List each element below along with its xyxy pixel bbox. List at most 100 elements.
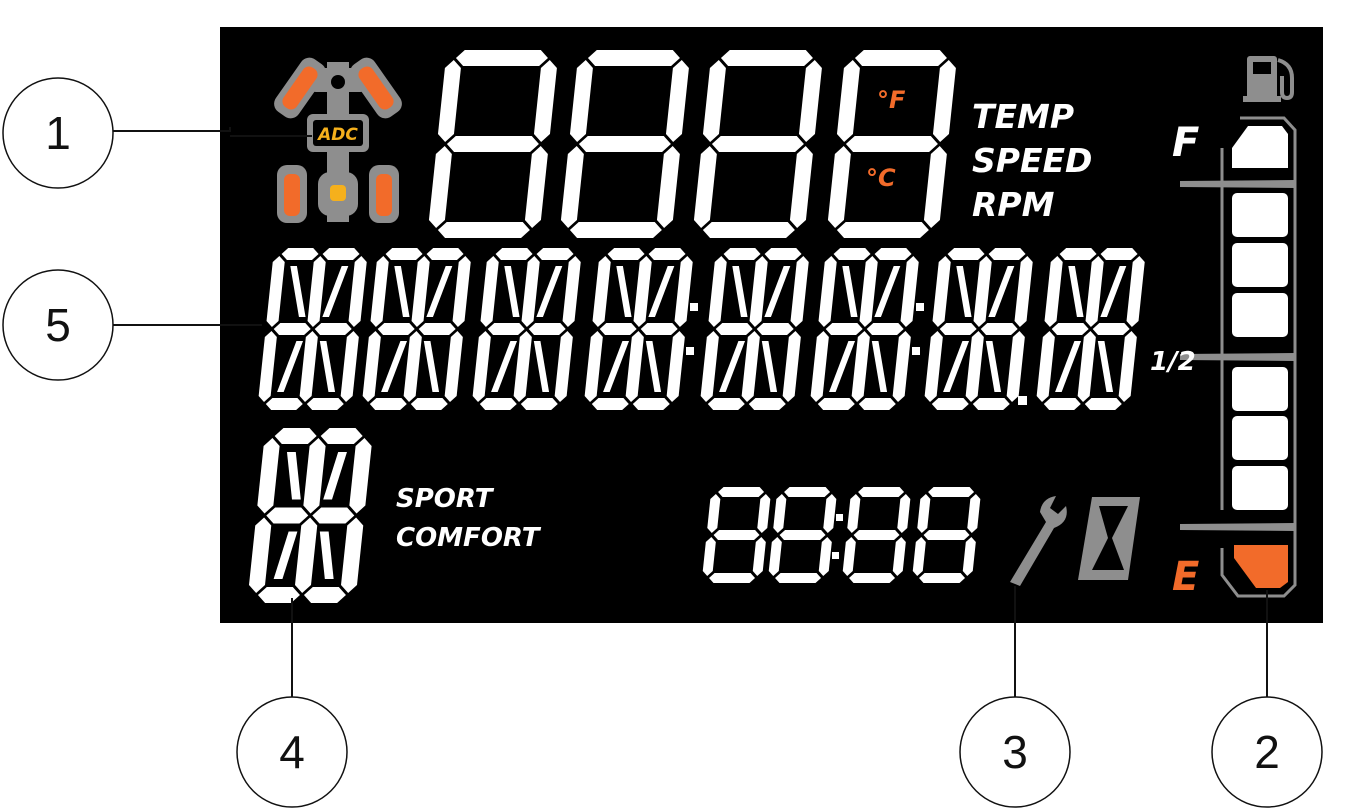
segment bbox=[972, 398, 1010, 410]
segment bbox=[1126, 256, 1145, 327]
segment bbox=[645, 341, 662, 392]
segment bbox=[711, 136, 804, 152]
segment bbox=[784, 487, 831, 497]
segment bbox=[569, 222, 662, 238]
fuel-bar bbox=[1232, 416, 1288, 460]
segment bbox=[707, 494, 721, 533]
segment bbox=[533, 60, 557, 142]
segment bbox=[719, 341, 746, 392]
segment bbox=[849, 573, 896, 583]
segment bbox=[446, 136, 539, 152]
fuel-pump-icon bbox=[1243, 56, 1294, 102]
segment bbox=[842, 537, 856, 576]
segment bbox=[257, 587, 300, 603]
segment bbox=[917, 494, 931, 533]
segment bbox=[381, 341, 408, 392]
clock-digit-2 bbox=[768, 487, 837, 583]
segment bbox=[1118, 331, 1137, 402]
segment bbox=[340, 517, 364, 593]
segment bbox=[603, 341, 630, 392]
callout-number-1: 1 bbox=[45, 107, 71, 159]
segment bbox=[520, 398, 558, 410]
segment bbox=[1092, 323, 1130, 335]
mode-temp: TEMP bbox=[972, 97, 1074, 136]
segment bbox=[632, 398, 670, 410]
segment bbox=[858, 398, 896, 410]
segment bbox=[836, 60, 860, 142]
unit-celsius: °C bbox=[866, 164, 896, 192]
top-digit-3 bbox=[693, 50, 822, 238]
segment bbox=[348, 256, 367, 327]
vehicle-drive-mode-icon bbox=[274, 57, 402, 223]
segment bbox=[533, 341, 550, 392]
segment bbox=[410, 398, 448, 410]
decimal-point bbox=[1018, 396, 1027, 405]
segment bbox=[625, 331, 644, 402]
callout-circle-2 bbox=[1211, 696, 1323, 808]
segment bbox=[616, 266, 632, 317]
segment bbox=[1077, 331, 1096, 402]
segment bbox=[418, 323, 456, 335]
segment bbox=[1100, 248, 1138, 260]
alnum-char-5 bbox=[700, 248, 809, 410]
segment bbox=[479, 398, 517, 410]
segment bbox=[947, 248, 985, 260]
alnum-char-4 bbox=[584, 248, 693, 410]
segment bbox=[426, 248, 464, 260]
segment bbox=[444, 331, 463, 402]
wrench-icon bbox=[1010, 496, 1067, 586]
segment bbox=[732, 266, 748, 317]
segment bbox=[965, 331, 984, 402]
fuel-half-label: 1/2 bbox=[1150, 347, 1196, 377]
segment bbox=[306, 398, 344, 410]
fuel-bar-full bbox=[1232, 126, 1288, 168]
segment bbox=[1051, 323, 1089, 335]
segment bbox=[377, 323, 415, 335]
segment bbox=[829, 341, 856, 392]
segment bbox=[437, 222, 530, 238]
segment bbox=[426, 266, 453, 317]
segment bbox=[290, 266, 306, 317]
segment bbox=[1100, 266, 1127, 317]
fuel-bar bbox=[1232, 367, 1288, 411]
segment bbox=[798, 60, 822, 142]
segment bbox=[818, 256, 837, 327]
fuel-bar bbox=[1232, 193, 1288, 237]
colon-dot bbox=[690, 303, 698, 311]
segment bbox=[303, 587, 346, 603]
callout-circle-3 bbox=[959, 696, 1071, 808]
alnum-char-7 bbox=[924, 248, 1033, 410]
segment bbox=[973, 256, 992, 327]
unit-fahrenheit: °F bbox=[877, 86, 906, 114]
segment bbox=[286, 452, 301, 500]
segment bbox=[715, 323, 753, 335]
segment bbox=[756, 323, 794, 335]
segment bbox=[554, 331, 573, 402]
segment bbox=[1059, 248, 1097, 260]
fuel-bar bbox=[1232, 293, 1288, 337]
tick-full bbox=[1180, 180, 1295, 188]
segment bbox=[817, 398, 855, 410]
callout-lines bbox=[113, 127, 1268, 697]
segment bbox=[265, 398, 303, 410]
callout-number-2: 2 bbox=[1254, 726, 1280, 778]
callout-circle-5 bbox=[2, 269, 114, 381]
segment bbox=[790, 256, 809, 327]
segment bbox=[858, 487, 905, 497]
segment bbox=[757, 494, 771, 533]
callout-circle-4 bbox=[236, 696, 348, 808]
segment bbox=[923, 146, 947, 228]
segment bbox=[773, 494, 787, 533]
segment bbox=[633, 256, 652, 327]
segment bbox=[369, 398, 407, 410]
segment bbox=[513, 331, 532, 402]
segment bbox=[665, 60, 689, 142]
clock-digit-1 bbox=[702, 487, 771, 583]
segment bbox=[294, 517, 318, 593]
segment bbox=[702, 60, 726, 142]
segment bbox=[874, 266, 901, 317]
segment bbox=[1014, 256, 1033, 327]
segment bbox=[281, 248, 319, 260]
segment bbox=[723, 248, 761, 260]
